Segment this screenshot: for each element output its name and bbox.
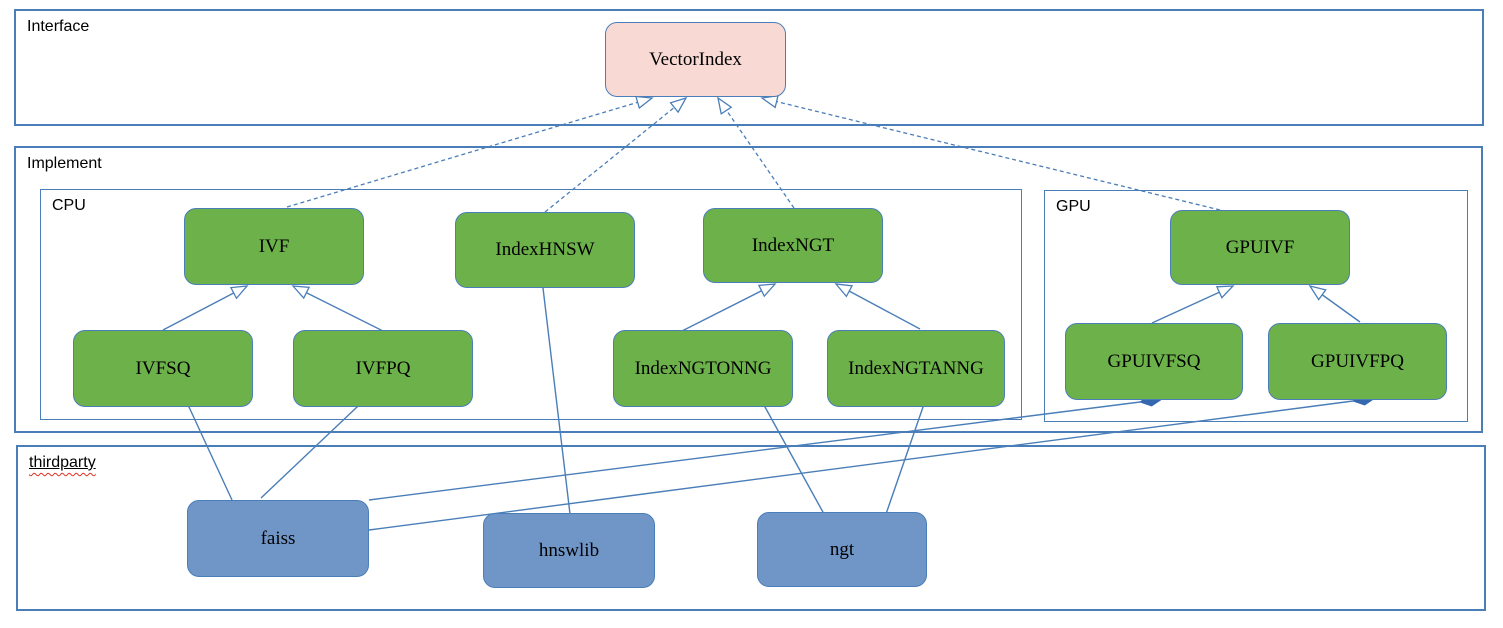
node-ngt: ngt xyxy=(757,512,927,587)
node-indexngt-label: IndexNGT xyxy=(751,234,835,256)
section-thirdparty-label: thirdparty xyxy=(29,454,96,472)
node-indexngtanng-label: IndexNGTANNG xyxy=(848,357,984,379)
section-gpu-label: GPU xyxy=(1056,198,1091,215)
node-faiss: faiss xyxy=(187,500,369,577)
node-indexngtanng: IndexNGTANNG xyxy=(827,330,1005,407)
node-ivfpq: IVFPQ xyxy=(293,330,473,407)
section-thirdparty-label-text: thirdparty xyxy=(29,454,96,471)
node-vectorindex-label: VectorIndex xyxy=(649,48,742,70)
node-indexhnsw: IndexHNSW xyxy=(455,212,635,288)
node-hnswlib: hnswlib xyxy=(483,513,655,588)
node-gpuivfsq: GPUIVFSQ xyxy=(1065,323,1243,400)
node-ngt-label: ngt xyxy=(829,538,855,560)
node-gpuivfpq-label: GPUIVFPQ xyxy=(1311,350,1404,372)
node-indexngtonng: IndexNGTONNG xyxy=(613,330,793,407)
node-ivfsq-label: IVFSQ xyxy=(135,357,191,379)
node-indexngtonng-label: IndexNGTONNG xyxy=(634,357,772,379)
node-ivf: IVF xyxy=(184,208,364,285)
node-gpuivf-label: GPUIVF xyxy=(1225,236,1295,258)
node-indexhnsw-label: IndexHNSW xyxy=(495,239,595,260)
section-implement-label: Implement xyxy=(27,155,102,172)
node-ivfpq-label: IVFPQ xyxy=(355,357,411,379)
node-vectorindex: VectorIndex xyxy=(605,22,786,97)
node-faiss-label: faiss xyxy=(260,527,296,549)
node-indexngt: IndexNGT xyxy=(703,208,883,283)
node-gpuivfpq: GPUIVFPQ xyxy=(1268,323,1447,400)
section-cpu-label: CPU xyxy=(52,197,86,214)
node-ivf-label: IVF xyxy=(258,235,290,257)
node-ivfsq: IVFSQ xyxy=(73,330,253,407)
node-hnswlib-label: hnswlib xyxy=(538,539,600,561)
node-gpuivf: GPUIVF xyxy=(1170,210,1350,285)
node-gpuivfsq-label: GPUIVFSQ xyxy=(1107,350,1201,372)
section-interface-label: Interface xyxy=(27,18,90,35)
